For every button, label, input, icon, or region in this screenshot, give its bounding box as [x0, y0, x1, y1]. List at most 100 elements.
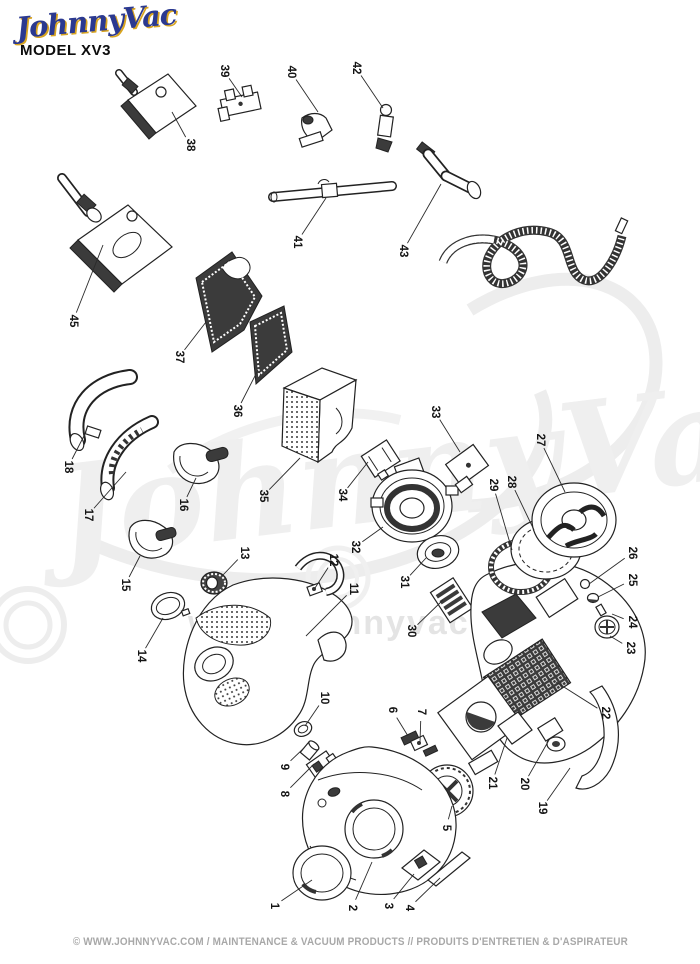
parts-art-layer [57, 69, 646, 901]
part-34-bracket-shape [360, 439, 401, 481]
leader-line-11 [305, 595, 347, 637]
part-number-13: 13 [238, 547, 250, 560]
leader-line-8 [290, 763, 315, 788]
part-number-15: 15 [119, 579, 131, 592]
part-41-tube-shape [268, 179, 397, 203]
part-39-bracket-shape [217, 84, 262, 123]
model-label: MODEL XV3 [20, 42, 111, 59]
watermark-ring [0, 586, 67, 664]
part-12-latch-shape [306, 582, 324, 597]
part-number-4: 4 [403, 905, 415, 912]
part-number-29: 29 [487, 479, 499, 492]
part-number-30: 30 [405, 625, 417, 638]
part-number-22: 22 [599, 707, 611, 720]
leader-line-26 [588, 557, 625, 585]
part-13-coupler-shape [200, 571, 228, 595]
leader-line-39 [228, 78, 243, 98]
part-32-motor-shape [370, 457, 459, 543]
leader-line-2 [355, 861, 373, 900]
part-15-clamp-shape [128, 519, 177, 559]
leader-line-19 [546, 767, 571, 801]
part-31-ring-shape [416, 535, 460, 569]
part-33-bracket-shape [444, 443, 490, 494]
footer-text: © WWW.JOHNNYVAC.COM / MAINTENANCE & VACU… [72, 936, 628, 948]
part-17-grip-tube-shape [99, 415, 159, 501]
part-10-cap-shape [293, 721, 313, 737]
leader-line-41 [301, 197, 327, 235]
part-number-42: 42 [350, 62, 362, 75]
leader-line-16 [186, 477, 197, 498]
part-35-motor-cover-shape [281, 367, 358, 464]
part-number-9: 9 [278, 764, 290, 770]
leader-line-22 [555, 681, 598, 709]
part-25-ball-shape [586, 592, 600, 604]
part-number-14: 14 [135, 650, 147, 663]
leader-line-24 [611, 613, 624, 620]
part-number-38: 38 [184, 139, 196, 152]
leader-line-1 [281, 879, 313, 902]
part-40-elbow-nozzle-shape [298, 112, 333, 148]
part-number-6: 6 [386, 707, 398, 713]
leader-line-6 [396, 717, 409, 737]
part-number-40: 40 [285, 66, 297, 79]
part-number-16: 16 [177, 499, 189, 512]
part-30-ribbed-block-shape [429, 576, 474, 624]
part-number-24: 24 [626, 616, 638, 629]
part-number-18: 18 [62, 461, 74, 474]
leader-line-4 [415, 877, 441, 903]
part-number-17: 17 [82, 509, 94, 522]
leader-line-10 [304, 705, 320, 727]
part-number-21: 21 [486, 777, 498, 790]
part-number-12: 12 [327, 554, 339, 567]
leader-line-5 [447, 805, 453, 820]
part-14-ring-shape [150, 591, 191, 621]
part-8-latch-shape [305, 750, 338, 781]
part-18-curved-wand-shape [68, 369, 138, 452]
leader-line-13 [221, 559, 239, 577]
watermark-ring [3, 600, 53, 650]
leader-line-3 [393, 873, 415, 900]
part-45-turbo-brush-shape [57, 173, 173, 293]
leader-line-42 [360, 75, 384, 109]
part-number-2: 2 [346, 905, 358, 911]
part-number-32: 32 [349, 541, 361, 554]
part-number-33: 33 [429, 406, 441, 419]
leader-line-36 [240, 369, 259, 404]
leader-line-40 [295, 79, 319, 113]
part-number-37: 37 [173, 351, 185, 364]
part-16-clamp-shape [173, 442, 229, 484]
leader-line-18 [71, 431, 87, 460]
leader-line-17 [93, 471, 127, 509]
part-number-8: 8 [278, 791, 290, 798]
leader-line-30 [417, 599, 444, 626]
part-number-43: 43 [397, 245, 409, 258]
part-42-fitting-shape [375, 103, 395, 153]
part-number-45: 45 [67, 315, 79, 328]
part-11-upper-housing-shape [182, 551, 353, 746]
part-number-25: 25 [626, 574, 638, 587]
part-37-filter-shape [195, 251, 263, 353]
part-number-20: 20 [518, 778, 530, 791]
footer: © WWW.JOHNNYVAC.COM / MAINTENANCE & VACU… [0, 932, 700, 950]
leader-line-21 [494, 737, 508, 775]
part-number-27: 27 [534, 434, 546, 447]
leader-line-15 [128, 555, 141, 578]
leader-line-9 [290, 747, 305, 762]
leader-line-38 [171, 111, 187, 138]
part-number-23: 23 [624, 642, 636, 655]
leader-line-37 [184, 321, 207, 351]
leader-line-25 [597, 583, 625, 598]
leader-line-35 [268, 457, 301, 490]
part-1-wheel-ring-shape [292, 845, 352, 901]
leader-line-43 [407, 183, 442, 244]
leader-line-32 [362, 526, 384, 543]
leader-line-29 [495, 493, 513, 551]
part-38-floor-brush-shape [115, 69, 197, 140]
part-number-36: 36 [231, 405, 243, 418]
part-number-26: 26 [626, 547, 638, 560]
header: JohnnyVac MODEL XV3 [15, 0, 178, 59]
part-number-19: 19 [536, 802, 548, 815]
part-number-35: 35 [257, 490, 269, 503]
part-number-7: 7 [415, 709, 427, 715]
